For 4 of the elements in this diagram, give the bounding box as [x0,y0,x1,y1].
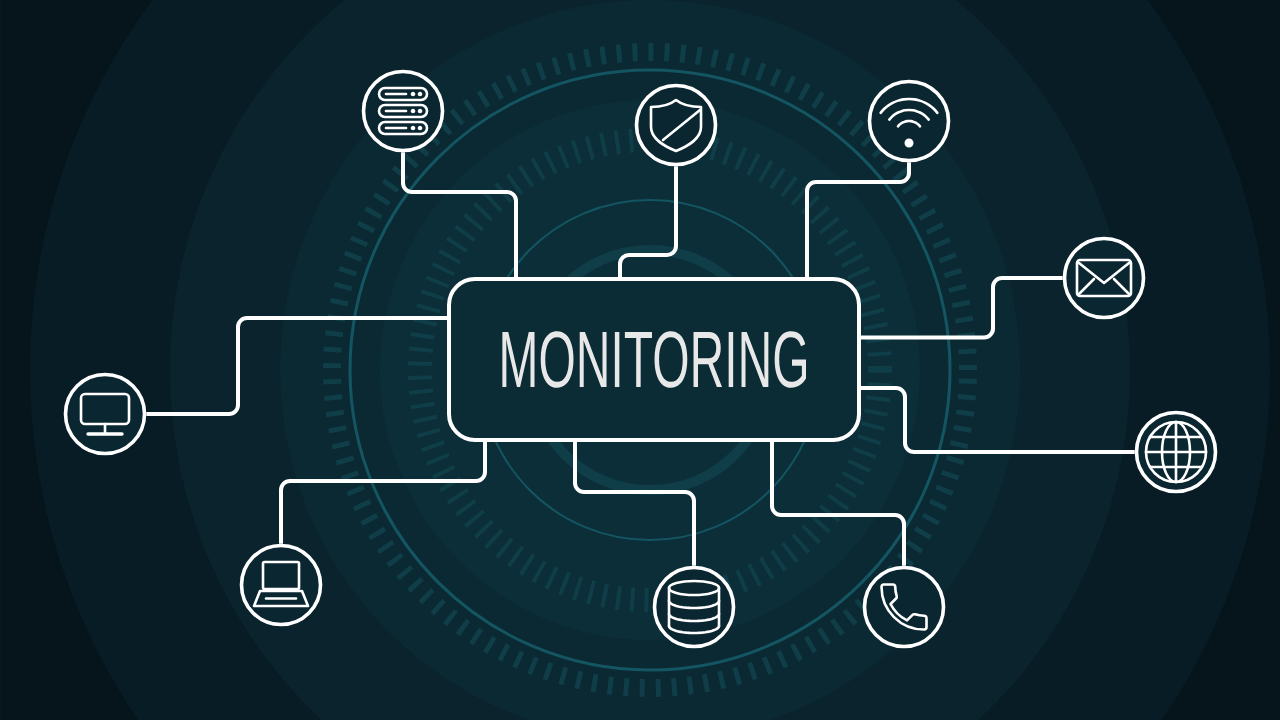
icon-circle [1134,410,1218,494]
icon-circle [239,543,323,627]
icon-circle [63,372,147,456]
icon-circle [1062,236,1146,320]
